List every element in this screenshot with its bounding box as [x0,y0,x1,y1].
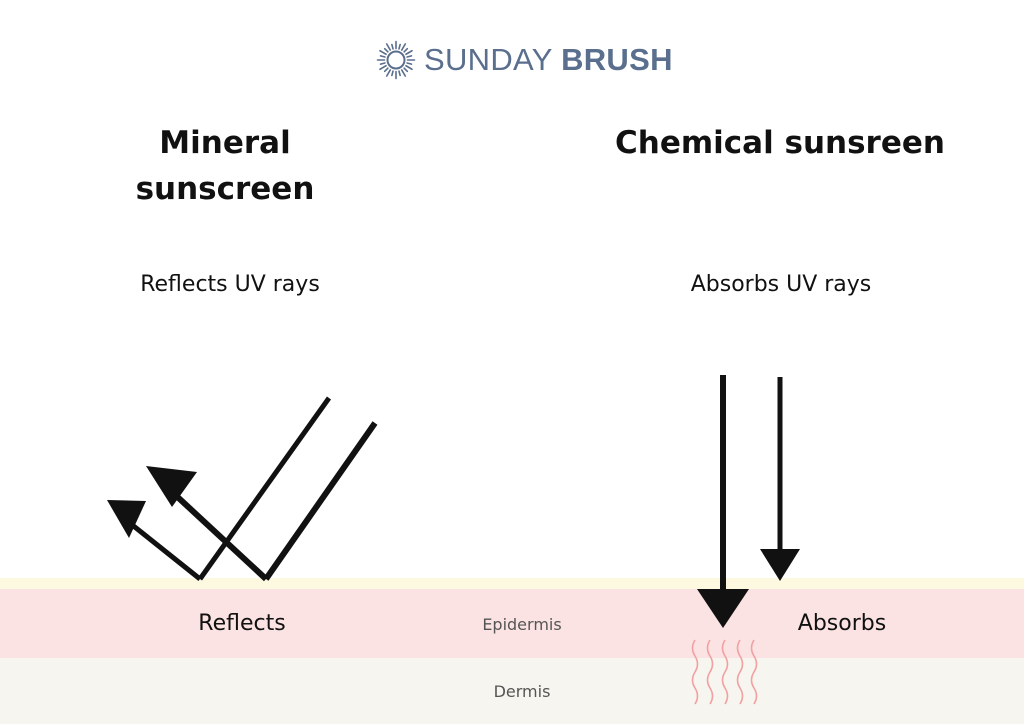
sun-ray [406,62,413,65]
sun-ray [398,43,401,50]
sun-ray [405,64,413,71]
sun-ray [403,47,409,53]
sun-ray [403,67,409,73]
mineral-title: Mineral sunscreen [135,125,315,207]
brand-logo: SUNDAY BRUSH [376,38,673,82]
sun-ray [405,49,413,56]
sun-ray [391,70,394,77]
dermis-layer [0,658,1024,724]
sun-ray [383,67,389,73]
epidermis-label: Epidermis [482,615,562,634]
chemical-subtitle: Absorbs UV rays [690,272,872,297]
mineral-subtitle: Reflects UV rays [140,272,320,297]
sun-ray [400,69,407,77]
brand-name-bold: BRUSH [561,42,673,77]
sun-ray [385,43,392,51]
reflected-ray-1 [107,396,332,581]
sun-ray [383,47,389,53]
sun-ray [379,64,387,71]
epidermis-layer [0,589,1024,658]
sun-ray [379,55,386,58]
sun-ray [379,49,387,56]
chemical-title: Chemical sunsreen [615,125,945,161]
sun-ray [398,70,401,77]
sun-icon [376,40,416,80]
sun-ray [385,69,392,77]
brand-name: SUNDAY BRUSH [424,42,673,78]
sun-ray [400,43,407,51]
brand-name-light: SUNDAY [424,42,553,77]
sun-ray [391,43,394,50]
dermis-label: Dermis [493,682,551,701]
reflects-label: Reflects [198,611,286,636]
absorbs-label: Absorbs [797,611,887,636]
sun-ray [406,55,413,58]
sun-ray [379,62,386,65]
reflected-ray-2 [146,421,378,582]
absorbed-ray-1 [697,375,749,628]
skin-surface-layer [0,578,1024,589]
absorbed-ray-2 [760,377,800,581]
heat-waves [691,639,758,705]
